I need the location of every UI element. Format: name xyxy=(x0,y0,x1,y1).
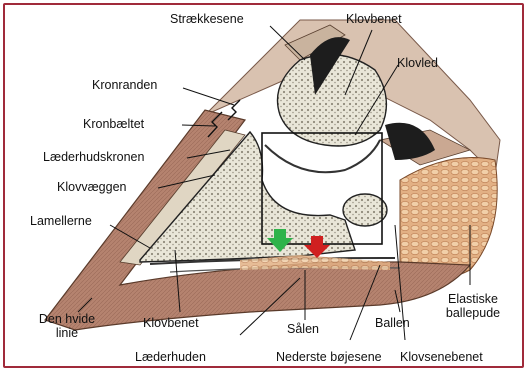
label-klovled: Klovled xyxy=(397,56,438,70)
label-elastiske-ballepude-line1: Elastiske xyxy=(437,292,509,306)
label-kronbaeltet: Kronbæltet xyxy=(83,117,144,131)
label-straekkesene: Strækkesene xyxy=(170,12,244,26)
label-lamellerne: Lamellerne xyxy=(30,214,92,228)
label-den-hvide-linie-line1: Den hvide xyxy=(32,312,102,326)
label-kronranden: Kronranden xyxy=(92,78,157,92)
label-den-hvide-linie-line2: linie xyxy=(32,326,102,340)
label-klovvaeggen: Klovvæggen xyxy=(57,180,127,194)
label-laederhudskronen: Læderhudskronen xyxy=(43,150,144,164)
navicular-bone xyxy=(343,194,387,226)
label-nederste-bojesene: Nederste bøjesene xyxy=(276,350,382,364)
label-saalen: Sålen xyxy=(287,322,319,336)
label-elastiske-ballepude-line2: ballepude xyxy=(437,306,509,320)
label-ballen: Ballen xyxy=(375,316,410,330)
label-klovbenet-bottom: Klovbenet xyxy=(143,316,199,330)
label-laederhuden: Læderhuden xyxy=(135,350,206,364)
label-klovbenet-top: Klovbenet xyxy=(346,12,402,26)
label-elastiske-ballepude: Elastiske ballepude xyxy=(437,292,509,320)
label-klovsenebenet: Klovsenebenet xyxy=(400,350,483,364)
label-den-hvide-linie: Den hvide linie xyxy=(32,312,102,340)
